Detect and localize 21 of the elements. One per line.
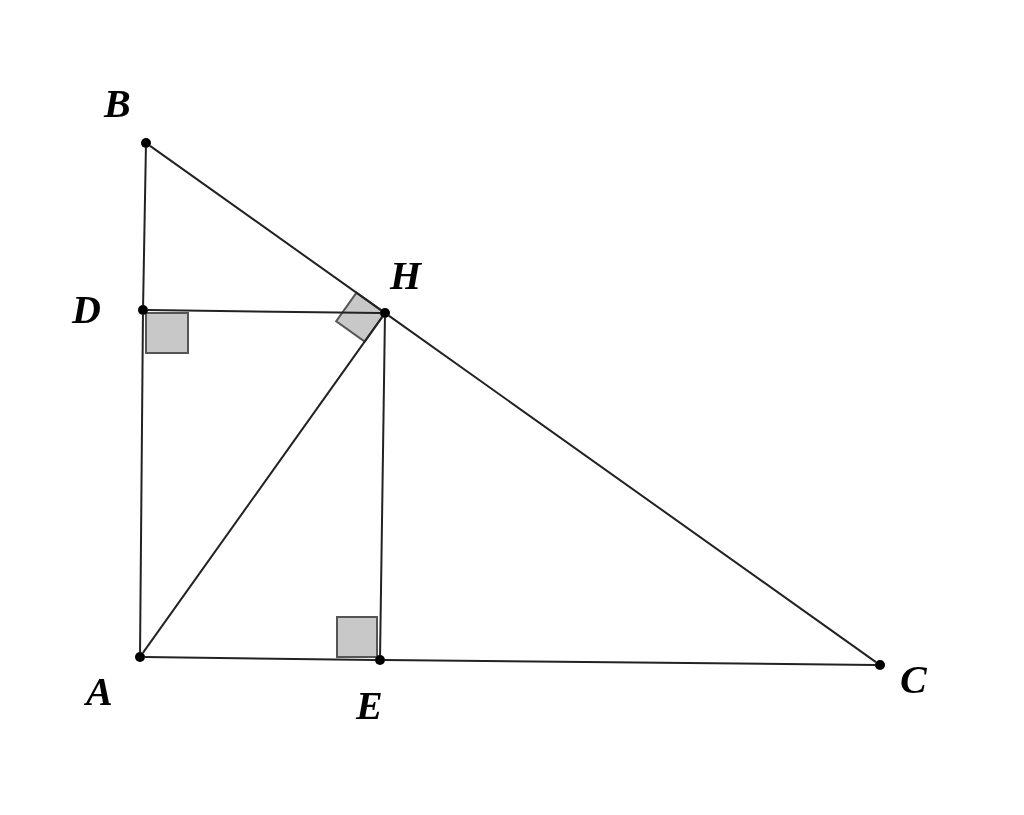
line-segment — [384, 659, 876, 666]
point-dot — [138, 305, 148, 315]
line-segment — [147, 309, 381, 314]
point-label: H — [390, 256, 422, 296]
point-dot — [375, 655, 385, 665]
point-dot — [135, 652, 145, 662]
line-segment — [144, 656, 376, 661]
point-label: D — [72, 290, 101, 330]
point-label: C — [900, 660, 927, 700]
line-segment — [379, 317, 386, 656]
line-segment — [149, 144, 382, 312]
point-label: A — [86, 672, 113, 712]
point-dot — [875, 660, 885, 670]
line-segment — [142, 147, 147, 306]
line-segment — [141, 316, 384, 654]
line-segment — [388, 314, 877, 664]
point-label: E — [356, 686, 383, 726]
line-segment — [139, 314, 144, 653]
point-dot — [141, 138, 151, 148]
point-label: B — [104, 84, 131, 124]
point-dot — [380, 308, 390, 318]
